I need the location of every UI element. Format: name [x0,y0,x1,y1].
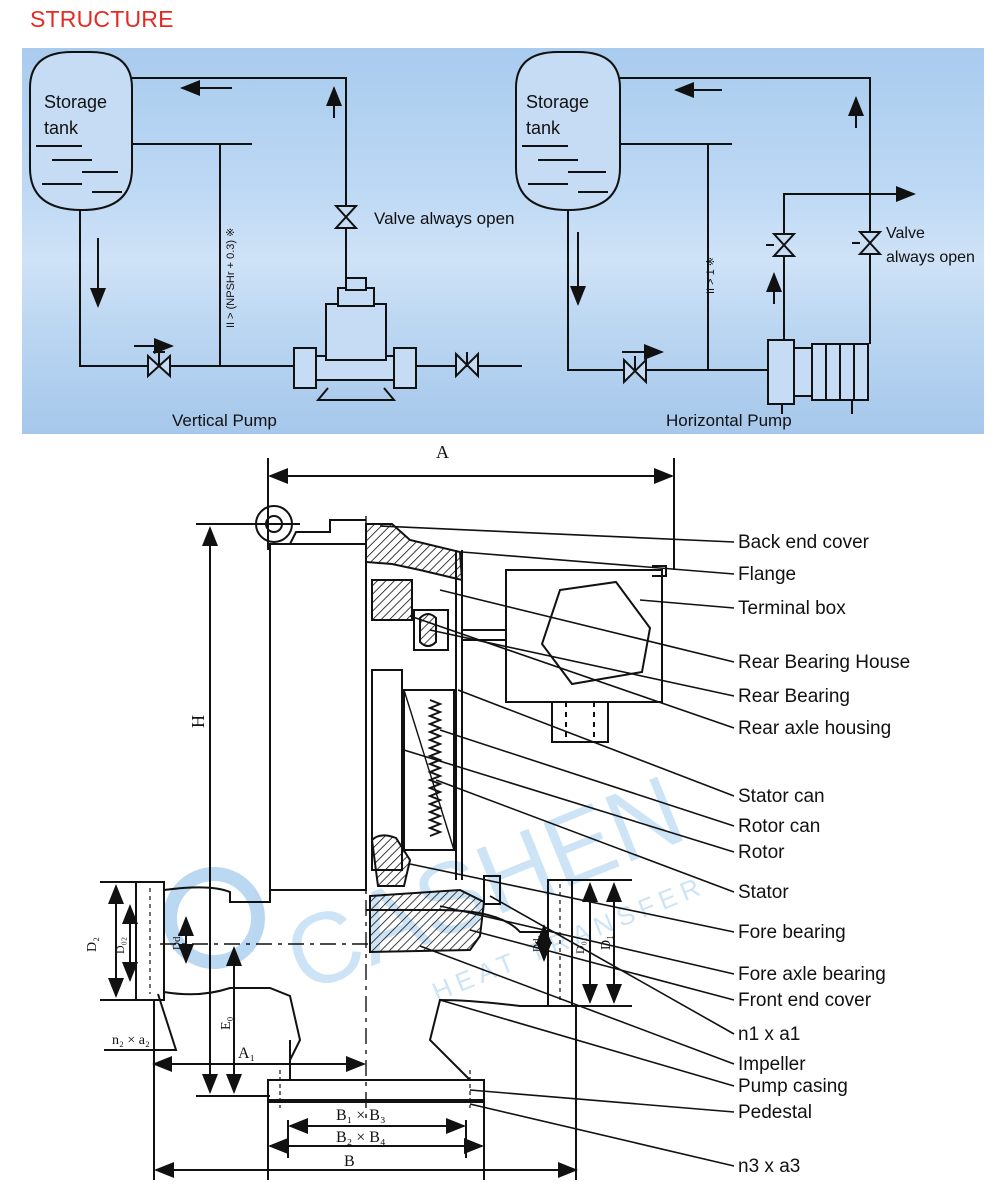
callout-front-end-cover: Front end cover [738,990,872,1011]
section-svg: CASHEN HEAT TRANSFER [85,442,910,1180]
dim-B2B4: B₂ × B₄ [336,1129,386,1146]
dim-n2a2: n₂ × a₂ [112,1033,150,1048]
callout-flange: Flange [738,564,796,585]
right-height-note: II > 1 ※ [705,257,717,294]
right-storage-tank [515,51,621,212]
callout-n3-a3: n3 x a3 [738,1156,800,1177]
callout-pump-casing: Pump casing [738,1076,848,1097]
dim-D02: D₀₂ [113,937,127,954]
dim-B: B [344,1153,355,1170]
dim-B1B3: B₁ × B₃ [336,1107,386,1124]
dim-H: H [188,715,208,728]
callout-rear-bearing: Rear Bearing [738,686,850,707]
right-tank-label-1: Storage [526,92,589,112]
motor-body-outline [269,543,367,891]
left-storage-tank [29,51,133,212]
horizontal-pump [767,339,869,414]
right-valve-label-2: always open [886,249,975,266]
vertical-pump-label: Vertical Pump [172,411,277,430]
dim-D2: D₂ [85,937,100,952]
dim-A1: A₁ [238,1045,255,1062]
right-return-valve-icon [857,231,883,255]
horizontal-pump-label: Horizontal Pump [666,411,792,430]
pump-section-drawing: CASHEN HEAT TRANSFER [0,440,1000,1200]
callout-impeller: Impeller [738,1054,806,1075]
left-tank-label-1: Storage [44,92,107,112]
right-bypass-valve-icon [771,233,797,257]
left-valve-label: Valve always open [374,209,515,228]
callout-pedestal: Pedestal [738,1102,812,1123]
right-tank-label-2: tank [526,118,561,138]
callout-labels: Back end cover Flange Terminal box Rear … [738,532,910,1177]
schematic-svg: Storage tank Valve always open II > (NPS… [29,51,975,430]
callout-stator-can: Stator can [738,786,825,807]
dim-A: A [436,442,449,462]
callout-rotor: Rotor [738,842,785,863]
callout-n1-a1: n1 x a1 [738,1024,800,1045]
right-valve-label-1: Valve [886,225,925,242]
dim-E0: E₀ [219,1016,234,1030]
callout-fore-bearing: Fore bearing [738,922,846,943]
left-tank-label-2: tank [44,118,79,138]
vertical-pump [293,277,417,401]
callout-fore-axle-bearing: Fore axle bearing [738,964,886,985]
callout-rotor-can: Rotor can [738,816,820,837]
callout-rear-bearing-house: Rear Bearing House [738,652,910,673]
callout-back-end-cover: Back end cover [738,532,870,553]
callout-terminal-box: Terminal box [738,598,846,619]
callout-rear-axle-housing: Rear axle housing [738,718,891,739]
left-return-valve-icon [333,205,359,229]
page-title: STRUCTURE [30,6,174,32]
callout-stator: Stator [738,882,789,903]
left-height-note: II > (NPSHr + 0.3) ※ [225,228,237,328]
dim-D1: D₁ [599,935,614,950]
installation-schematic: Storage tank Valve always open II > (NPS… [22,48,984,434]
dim-Dd2: Dd₂ [171,933,183,950]
